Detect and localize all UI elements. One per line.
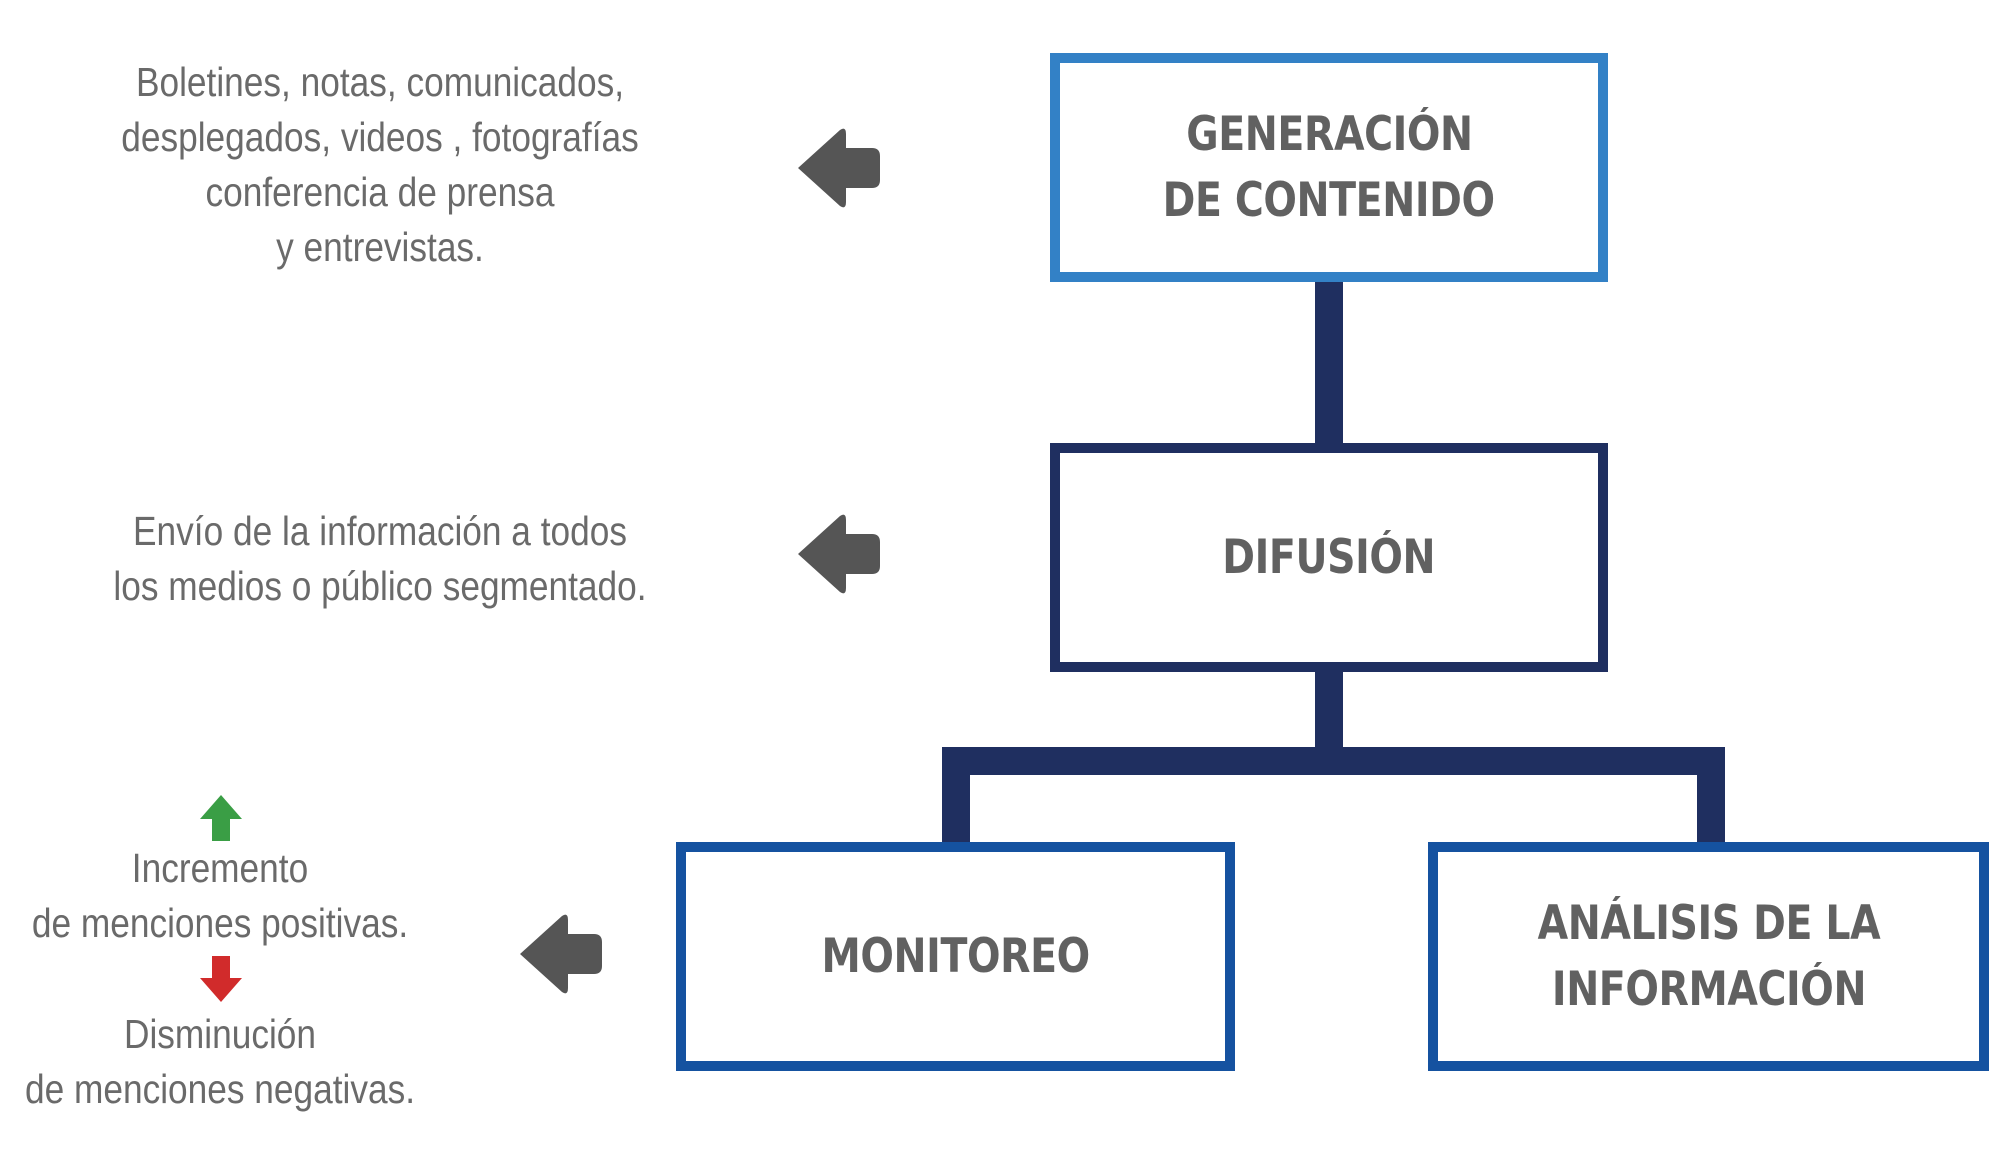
box-analysis: ANÁLISIS DE LA INFORMACIÓN <box>1428 842 1989 1071</box>
note-generation-line: y entrevistas. <box>276 224 484 270</box>
note-diffusion-line: los medios o público segmentado. <box>113 563 647 609</box>
box-generation-line2: DE CONTENIDO <box>1162 172 1495 228</box>
box-analysis-line1: ANÁLISIS DE LA <box>1537 895 1880 951</box>
arrow-left-icon <box>788 510 888 598</box>
connector-generation-diffusion <box>1315 280 1343 448</box>
note-monitoring-negative-line: Disminución <box>123 1011 317 1057</box>
box-diffusion-label: DIFUSIÓN <box>1222 529 1436 585</box>
arrow-left-icon <box>510 910 610 998</box>
box-diffusion: DIFUSIÓN <box>1050 443 1608 672</box>
connector-diffusion-branch <box>1315 668 1343 748</box>
note-monitoring-positive: Incremento de menciones positivas. <box>14 841 427 951</box>
arrow-up-icon <box>198 793 244 843</box>
box-generation: GENERACIÓN DE CONTENIDO <box>1050 53 1608 282</box>
connector-branch-right <box>1697 747 1725 849</box>
note-monitoring-positive-line: de menciones positivas. <box>31 900 409 946</box>
arrow-down-icon <box>198 954 244 1004</box>
box-monitoring-label: MONITOREO <box>821 928 1090 984</box>
arrow-left-icon <box>788 124 888 212</box>
note-generation-line: Boletines, notas, comunicados, <box>135 59 625 105</box>
note-diffusion: Envío de la información a todos los medi… <box>88 504 673 614</box>
note-monitoring-negative-line: de menciones negativas. <box>24 1066 416 1112</box>
connector-branch-left <box>942 747 970 849</box>
connector-branch-horizontal <box>942 747 1725 775</box>
note-generation-line: desplegados, videos , fotografías <box>121 114 639 160</box>
note-monitoring-negative: Disminución de menciones negativas. <box>14 1007 427 1117</box>
box-monitoring: MONITOREO <box>676 842 1235 1071</box>
note-generation: Boletines, notas, comunicados, desplegad… <box>88 55 673 275</box>
note-generation-line: conferencia de prensa <box>205 169 555 215</box>
box-analysis-line2: INFORMACIÓN <box>1551 961 1866 1017</box>
note-monitoring-positive-line: Incremento <box>131 845 309 891</box>
note-diffusion-line: Envío de la información a todos <box>133 508 627 554</box>
box-generation-line1: GENERACIÓN <box>1185 106 1473 162</box>
